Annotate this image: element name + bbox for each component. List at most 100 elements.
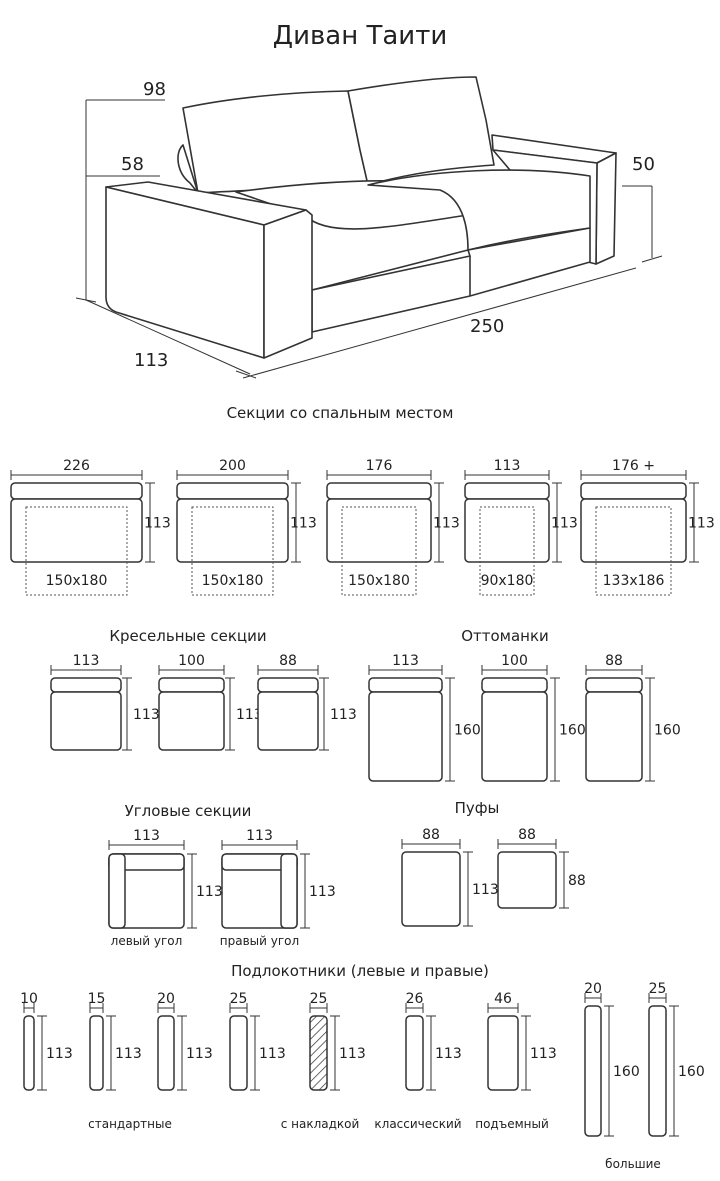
armchair-section-3-width-label: 88 <box>279 653 297 669</box>
armrest-6: 26 113 <box>405 991 462 1091</box>
sleep-section-2-seat <box>176 498 289 563</box>
sleep-section-2-width-label: 200 <box>219 458 246 474</box>
armchair-section-2-depth-label: 113 <box>236 707 263 723</box>
sleep-section-1-width-label: 226 <box>63 458 90 474</box>
armrest-2-width-label: 15 <box>88 991 106 1007</box>
armrest-2: 15 113 <box>88 991 142 1091</box>
armrest-3-body <box>157 1015 175 1091</box>
corner-section-2-side-back <box>280 853 298 929</box>
sleep-section-2-backrest <box>176 482 289 500</box>
armrest-2-body <box>89 1015 104 1091</box>
armrest-8-depth-label: 160 <box>613 1064 640 1080</box>
armchair-section-2-backrest <box>158 677 225 693</box>
armchair-section-1: 113 113 <box>50 653 160 751</box>
armchair-section-1-depth-label: 113 <box>133 707 160 723</box>
pouf-1-body <box>401 851 461 927</box>
corner-section-1-depth-label: 113 <box>196 884 223 900</box>
sleep-heading: Секции со спальным местом <box>227 404 454 422</box>
ottoman-section-2-seat <box>481 691 548 782</box>
sleep-section-5-depth-label: 113 <box>688 516 715 532</box>
armrest-caption-2: с накладкой <box>281 1117 360 1131</box>
corner-section-2-width-label: 113 <box>246 828 273 844</box>
armchair-section-1-backrest <box>50 677 122 693</box>
corner-heading: Угловые секции <box>125 802 252 820</box>
armrest-heading: Подлокотники (левые и правые) <box>231 962 489 980</box>
ottoman-section-1-width-label: 113 <box>392 653 419 669</box>
armrest-5-body <box>309 1015 328 1091</box>
ottoman-section-1-depth-label: 160 <box>454 723 481 739</box>
sleep-section-5-bed-outline <box>595 506 672 596</box>
sleep-section-2-depth-label: 113 <box>290 516 317 532</box>
sleep-section-3-seat <box>326 498 432 563</box>
corner-section-2-depth-label: 113 <box>309 884 336 900</box>
armrest-caption-4: подъемный <box>475 1117 549 1131</box>
ottoman-section-3-seat <box>585 691 643 782</box>
armrest-caption-3: классический <box>374 1117 461 1131</box>
ottoman-heading: Оттоманки <box>461 627 549 645</box>
sleep-section-2-bed-size: 150x180 <box>202 573 264 589</box>
pouf-heading: Пуфы <box>455 799 500 817</box>
armchair-section-2-width-label: 100 <box>178 653 205 669</box>
armrest-4-body <box>229 1015 248 1091</box>
armchair-section-2-seat <box>158 691 225 751</box>
armrest-4-width-label: 25 <box>230 991 248 1007</box>
sleep-section-3-width-label: 176 <box>366 458 393 474</box>
sleep-section-5-width-label: 176 + <box>612 458 655 474</box>
corner-section-1-caption: левый угол <box>111 934 183 948</box>
armrest-9-body <box>648 1005 667 1137</box>
sleep-section-1-depth-label: 113 <box>144 516 171 532</box>
armrest-5-width-label: 25 <box>310 991 328 1007</box>
ottoman-section-1: 113 160 <box>368 653 481 782</box>
ottoman-section-2-backrest <box>481 677 548 693</box>
sleep-section-4-seat <box>464 498 550 563</box>
armrest-caption-1: стандартные <box>88 1117 172 1131</box>
sleep-section-3-bed-size: 150x180 <box>348 573 410 589</box>
armrest-6-body <box>405 1015 424 1091</box>
sleep-section-5-backrest <box>580 482 687 500</box>
sofa-illustration <box>105 76 617 359</box>
ottoman-section-1-backrest <box>368 677 443 693</box>
armrest-6-depth-label: 113 <box>435 1046 462 1062</box>
armrest-7-width-label: 46 <box>494 991 512 1007</box>
sleep-section-4-bed-outline <box>479 506 535 596</box>
armrest-9-width-label: 25 <box>649 981 667 997</box>
armrest-5-depth-label: 113 <box>339 1046 366 1062</box>
hero-height-seat: 58 <box>121 154 144 175</box>
hero-dimension-lines <box>75 99 663 379</box>
ottoman-section-3-backrest <box>585 677 643 693</box>
armrest-1-body <box>23 1015 35 1091</box>
hero-height-total: 98 <box>143 79 166 100</box>
ottoman-section-2-width-label: 100 <box>501 653 528 669</box>
page-title: Диван Таити <box>273 21 447 51</box>
armrest-2-depth-label: 113 <box>115 1046 142 1062</box>
sleep-section-3-backrest <box>326 482 432 500</box>
armchair-section-1-width-label: 113 <box>73 653 100 669</box>
sleep-sections: Секции со спальным местом 226 150x180 113 20… <box>10 404 715 596</box>
corner-section-2-caption: правый угол <box>220 934 299 948</box>
sleep-section-5-seat <box>580 498 687 563</box>
sleep-section-3: 176 150x180 113 <box>326 458 460 596</box>
pouf-1-width-label: 88 <box>422 827 440 843</box>
sleep-section-1-seat <box>10 498 143 563</box>
sleep-section-2-bed-outline <box>191 506 274 596</box>
armrest-3-depth-label: 113 <box>186 1046 213 1062</box>
hero-width: 250 <box>470 316 504 337</box>
pouf-2-width-label: 88 <box>518 827 536 843</box>
sleep-section-4-width-label: 113 <box>494 458 521 474</box>
armrest-6-width-label: 26 <box>406 991 424 1007</box>
armchair-section-2: 100 113 <box>158 653 263 751</box>
sleep-section-3-depth-label: 113 <box>433 516 460 532</box>
armrest-caption-5: большие <box>605 1157 661 1171</box>
